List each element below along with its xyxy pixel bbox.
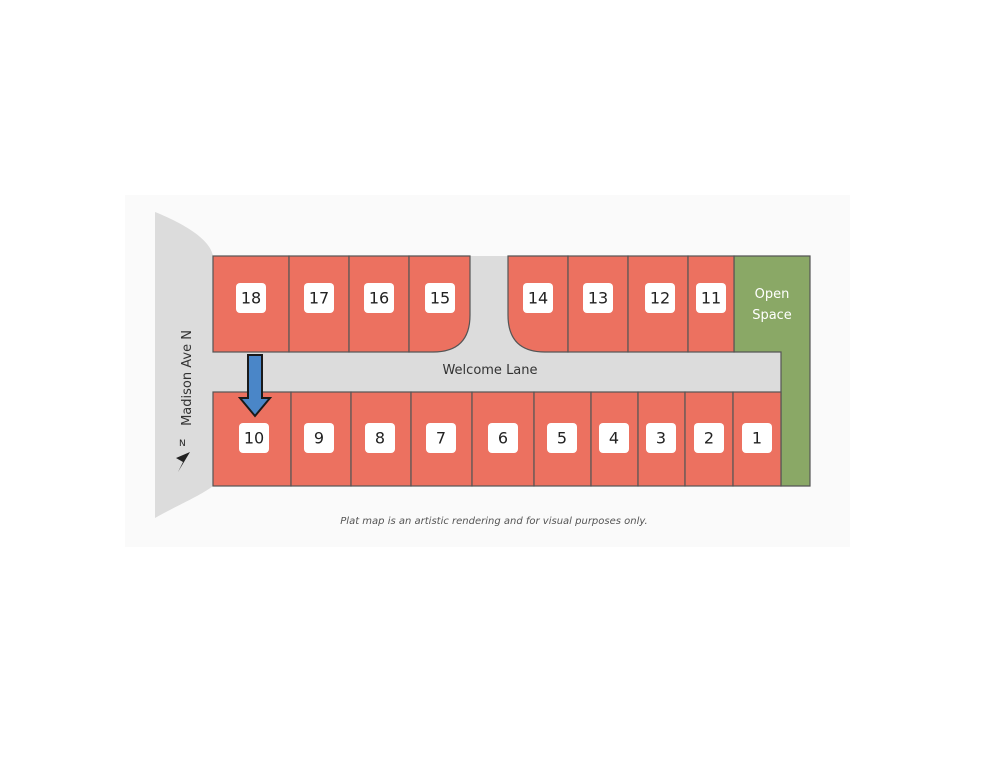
lot-number: 6 bbox=[498, 429, 508, 448]
lot-number: 13 bbox=[588, 289, 608, 308]
lot-number: 16 bbox=[369, 289, 389, 308]
lot-number: 10 bbox=[244, 429, 264, 448]
lot-number: 9 bbox=[314, 429, 324, 448]
lot-11[interactable]: 11 bbox=[687, 255, 735, 353]
lot-17[interactable]: 17 bbox=[288, 255, 350, 353]
lot-4[interactable]: 4 bbox=[590, 391, 639, 487]
madison-ave-label: Madison Ave N bbox=[180, 330, 195, 426]
north-label: N bbox=[179, 439, 186, 449]
open-space-label-1: Open bbox=[755, 287, 790, 302]
lot-18[interactable]: 18 bbox=[212, 255, 290, 353]
lot-number: 8 bbox=[375, 429, 385, 448]
lot-14[interactable]: 14 bbox=[507, 255, 569, 353]
lot-number: 15 bbox=[430, 289, 450, 308]
lot-number: 17 bbox=[309, 289, 329, 308]
lot-15[interactable]: 15 bbox=[408, 255, 471, 353]
lot-number: 5 bbox=[557, 429, 567, 448]
north-arrow-icon: N bbox=[176, 439, 190, 472]
road-spur bbox=[433, 256, 545, 352]
lot-number: 3 bbox=[656, 429, 666, 448]
lot-16[interactable]: 16 bbox=[348, 255, 410, 353]
madison-ave-road bbox=[155, 212, 213, 518]
lot-5[interactable]: 5 bbox=[533, 391, 592, 487]
lot-13[interactable]: 13 bbox=[567, 255, 629, 353]
highlight-arrow-icon bbox=[237, 354, 273, 418]
lot-number: 14 bbox=[528, 289, 548, 308]
open-space-label-2: Space bbox=[752, 308, 792, 323]
welcome-lane-label: Welcome Lane bbox=[442, 363, 537, 378]
lot-1[interactable]: 1 bbox=[732, 391, 782, 487]
lot-number: 2 bbox=[704, 429, 714, 448]
welcome-lane-road bbox=[213, 352, 781, 392]
lot-9[interactable]: 9 bbox=[290, 391, 352, 487]
lot-3[interactable]: 3 bbox=[637, 391, 686, 487]
lot-7[interactable]: 7 bbox=[410, 391, 473, 487]
lot-number: 7 bbox=[436, 429, 446, 448]
lot-number: 4 bbox=[609, 429, 619, 448]
lot-12[interactable]: 12 bbox=[627, 255, 689, 353]
lot-number: 1 bbox=[752, 429, 762, 448]
lot-8[interactable]: 8 bbox=[350, 391, 412, 487]
lot-number: 18 bbox=[241, 289, 261, 308]
lot-2[interactable]: 2 bbox=[684, 391, 734, 487]
lot-number: 11 bbox=[701, 289, 721, 308]
lot-number: 12 bbox=[650, 289, 670, 308]
disclaimer-text: Plat map is an artistic rendering and fo… bbox=[340, 516, 647, 527]
lot-6[interactable]: 6 bbox=[471, 391, 535, 487]
